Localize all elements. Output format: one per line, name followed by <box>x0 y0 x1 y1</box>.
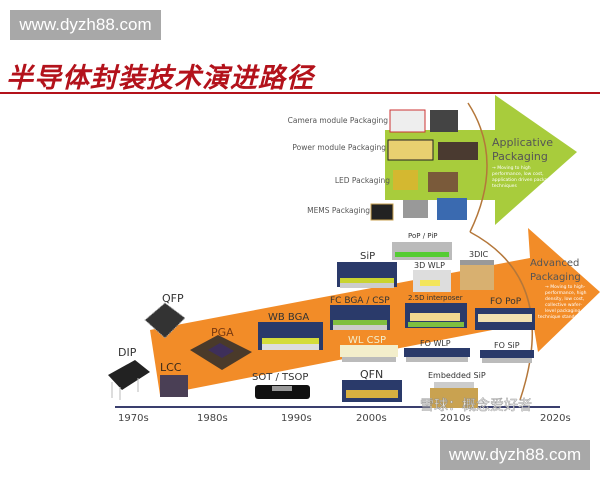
advanced-desc-5: level packaging <box>545 308 580 314</box>
watermark-top: www.dyzh88.com <box>10 10 161 40</box>
applicative-desc-4: techniques <box>492 183 517 189</box>
label-pop-pip: PoP / PiP <box>408 232 438 240</box>
applicative-title-1: Applicative <box>492 136 553 149</box>
label-power-module: Power module Packaging <box>292 143 386 152</box>
label-sip: SiP <box>360 251 375 262</box>
source-watermark: 雪球：概念爱好者 <box>420 397 532 414</box>
advanced-title-2: Packaging <box>530 272 581 283</box>
advanced-desc-4: collective wafer- <box>545 302 582 308</box>
qfn-chip <box>342 380 402 402</box>
applicative-arc <box>467 102 488 233</box>
year-2000s: 2000s <box>356 413 387 424</box>
advanced-arc <box>469 231 533 401</box>
label-sot-tsop: SOT / TSOP <box>252 372 308 383</box>
label-3dic: 3DIC <box>469 250 489 259</box>
advanced-desc-2: performance, high <box>545 290 587 296</box>
label-2.5d-interposer: 2.5D interposer <box>408 294 463 302</box>
label-wb-bga: WB BGA <box>268 312 309 323</box>
label-qfp: QFP <box>162 292 184 305</box>
advanced-desc-3: density, low cost, <box>545 296 584 302</box>
label-wl-csp: WL CSP <box>348 335 386 346</box>
title-divider <box>0 92 600 94</box>
sot-tsop-chip <box>255 385 310 399</box>
page-title: 半导体封装技术演进路径 <box>6 63 314 94</box>
sip-chip <box>337 262 397 288</box>
fo-pop-chip <box>475 308 535 330</box>
applicative-arrow <box>385 95 577 225</box>
year-1970s: 1970s <box>118 413 149 424</box>
year-2020s: 2020s <box>540 413 571 424</box>
dip-chip <box>108 360 150 400</box>
pga-chip <box>190 335 252 370</box>
label-3d-wlp: 3D WLP <box>414 261 445 270</box>
label-pga: PGA <box>211 326 234 339</box>
pop-pip-chip <box>392 242 452 260</box>
year-1990s: 1990s <box>281 413 312 424</box>
label-led: LED Packaging <box>335 176 390 185</box>
applicative-thumbnails <box>370 109 478 221</box>
fo-wlp-chip <box>404 348 470 362</box>
label-fo-sip: FO SiP <box>494 341 520 350</box>
label-camera-module: Camera module Packaging <box>288 116 389 125</box>
watermark-bottom: www.dyzh88.com <box>440 440 590 470</box>
wl-csp-chip <box>340 345 398 362</box>
2.5d-interposer-chip <box>405 303 467 328</box>
qfp-chip <box>144 302 186 339</box>
applicative-desc-3: application driven packaging <box>492 177 557 183</box>
label-mems: MEMS Packaging <box>307 206 370 215</box>
wb-bga-chip <box>258 322 323 350</box>
label-fo-wlp: FO WLP <box>420 339 451 348</box>
3dic-chip <box>460 260 494 290</box>
label-fc-bga-csp: FC BGA / CSP <box>330 296 390 306</box>
label-embedded-sip: Embedded SiP <box>428 371 486 380</box>
fo-sip-chip <box>480 350 534 363</box>
applicative-desc-1: → Moving to high <box>492 165 531 171</box>
label-qfn: QFN <box>360 368 383 381</box>
advanced-desc-6: technique standards <box>538 314 585 320</box>
label-dip: DIP <box>118 346 137 359</box>
label-fo-pop: FO PoP <box>490 297 522 307</box>
label-lcc: LCC <box>160 361 182 374</box>
year-2010s: 2010s <box>440 413 471 424</box>
applicative-title-2: Packaging <box>492 150 548 163</box>
3d-wlp-chip <box>413 270 451 292</box>
year-1980s: 1980s <box>197 413 228 424</box>
advanced-title-1: Advanced <box>530 258 579 269</box>
lcc-chip <box>160 375 188 397</box>
fc-bga-csp-chip <box>330 305 390 330</box>
applicative-desc-2: performance, low cost, <box>492 171 544 177</box>
advanced-desc-1: → Moving to high- <box>545 284 586 290</box>
embedded-sip-chip <box>430 382 478 408</box>
